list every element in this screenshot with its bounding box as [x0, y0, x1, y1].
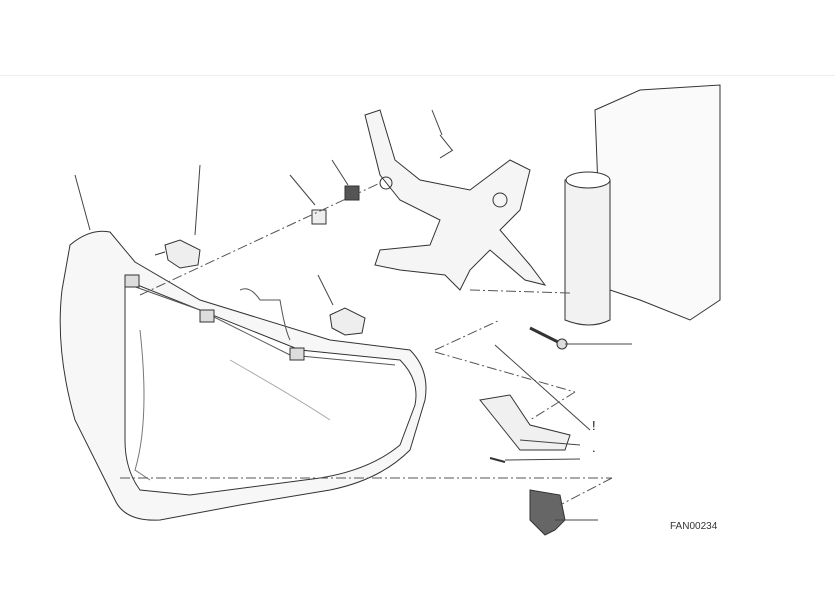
callout-mark: ! — [592, 418, 596, 433]
callout-dot: . — [592, 440, 596, 455]
cover — [479, 394, 571, 536]
spacer — [311, 185, 360, 225]
header-divider — [0, 75, 835, 76]
frame-section — [564, 84, 721, 326]
bulb-right — [329, 307, 366, 336]
bulb-left — [154, 239, 201, 269]
leader-lines — [74, 109, 632, 521]
headlight-assembly — [59, 230, 427, 521]
drawing-code: FAN00234 — [670, 521, 718, 532]
axis-lines — [120, 182, 613, 506]
headlight-bracket — [364, 109, 547, 291]
